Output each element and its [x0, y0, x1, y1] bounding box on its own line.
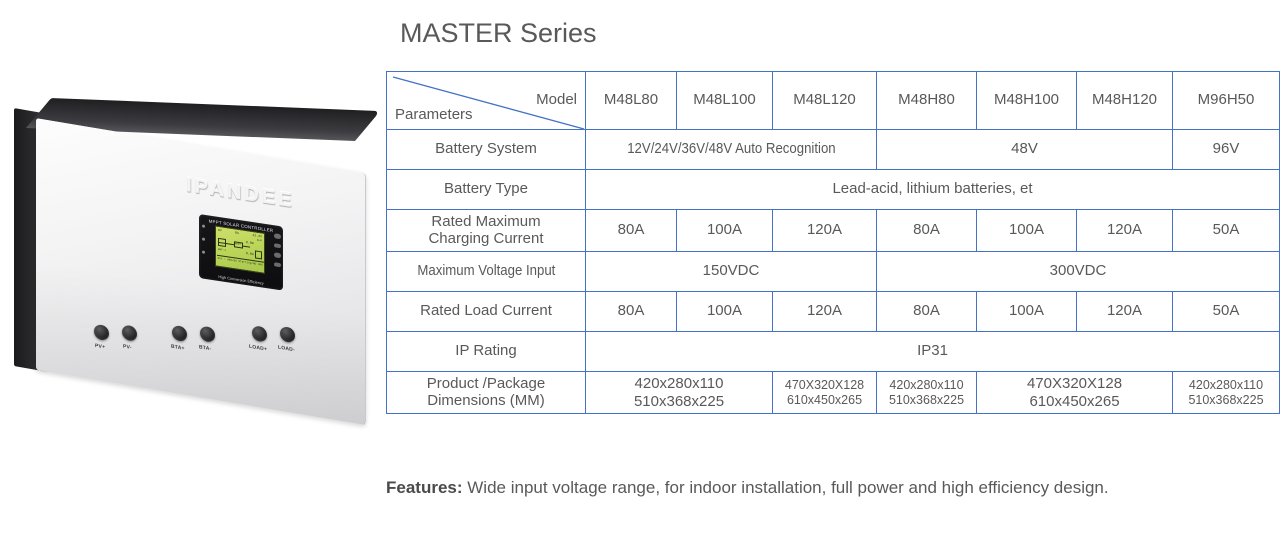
table-cell: 50A	[1172, 291, 1280, 332]
lcd-power-1: 0.0W	[246, 240, 254, 246]
status-led-group	[202, 224, 205, 263]
table-cell: 100A	[976, 209, 1077, 252]
row-label: Battery Type	[386, 169, 586, 210]
lcd-wire-left	[226, 243, 234, 245]
table-cell: 120A	[772, 291, 877, 332]
model-header-m48l100: M48L100	[676, 71, 773, 130]
lcd-button-menu[interactable]	[273, 233, 281, 239]
row-label: Battery System	[386, 129, 586, 170]
table-cell: 100A	[676, 209, 773, 252]
lcd-button-down[interactable]	[273, 252, 281, 258]
table-cell: 120A	[772, 209, 877, 252]
lcd-button-enter[interactable]	[273, 261, 281, 268]
lcd-button-group[interactable]	[273, 233, 281, 272]
features-label: Features:	[386, 478, 463, 497]
lcd-pv-current: 0A	[235, 230, 239, 235]
table-cell: Lead-acid, lithium batteries, et	[585, 169, 1280, 210]
table-cell: 150VDC	[585, 251, 877, 292]
table-cell: 300VDC	[876, 251, 1280, 292]
model-header-m48h100: M48H100	[976, 71, 1077, 130]
brand-logo: IPANDEE	[186, 174, 295, 213]
model-header-m48l120: M48L120	[772, 71, 877, 130]
table-cell: 48V	[876, 129, 1173, 170]
table-cell: 96V	[1172, 129, 1280, 170]
solar-controller-device: IPANDEE MPPT SOLAR CONTROLLER 0V 0A 42.3…	[14, 98, 381, 426]
table-cell: 100A	[976, 291, 1077, 332]
lcd-button-up[interactable]	[273, 242, 281, 249]
row-label: Maximum Voltage Input	[386, 251, 586, 292]
lcd-pv-voltage: 0V	[218, 227, 222, 233]
table-cell: 80A	[585, 291, 677, 332]
charge-led	[202, 224, 205, 228]
lcd-battery-label: BAT-1	[218, 247, 226, 253]
lcd-panel-subtitle: High Conversion Efficiency	[218, 274, 264, 286]
lcd-wire-right	[243, 245, 250, 248]
features-text: Wide input voltage range, for indoor ins…	[462, 478, 1109, 497]
port-label-pv-minus: PV-	[123, 343, 132, 352]
lcd-alarm-label: ALM	[256, 238, 262, 243]
table-cell: 120A	[1076, 291, 1173, 332]
model-header-m96h50: M96H50	[1172, 71, 1280, 130]
table-cell: 80A	[585, 209, 677, 252]
battery-led	[202, 237, 205, 241]
diagonal-divider	[387, 72, 585, 129]
table-cell: 80A	[876, 209, 977, 252]
row-label: Rated Load Current	[386, 291, 586, 332]
lcd-load-icon	[255, 250, 262, 260]
table-cell: 100A	[676, 291, 773, 332]
features-note: Features: Wide input voltage range, for …	[386, 476, 1206, 501]
series-title: MASTER Series	[400, 18, 597, 48]
lcd-power-2: 0.0W	[246, 251, 254, 257]
table-cell: IP31	[585, 331, 1280, 372]
table-cell: 80A	[876, 291, 977, 332]
table-cell: 50A	[1172, 209, 1280, 252]
product-image: IPANDEE MPPT SOLAR CONTROLLER 0V 0A 42.3…	[0, 0, 386, 549]
model-header-m48l80: M48L80	[585, 71, 677, 130]
lcd-battery-voltage: 42.3V	[252, 233, 262, 239]
lcd-panel: MPPT SOLAR CONTROLLER 0V 0A 42.3V ALM MP…	[199, 214, 283, 291]
table-cell: 12V/24V/36V/48V Auto Recognition	[585, 129, 877, 170]
alarm-led	[202, 250, 205, 254]
device-front-face: IPANDEE MPPT SOLAR CONTROLLER 0V 0A 42.3…	[36, 118, 366, 426]
face-shading	[36, 259, 365, 426]
table-cell: 120A	[1076, 209, 1173, 252]
model-header-m48h120: M48H120	[1076, 71, 1173, 130]
lcd-screen: 0V 0A 42.3V ALM MPPT 0.0W 0.0W BAT-1 Set…	[215, 225, 265, 274]
model-header-m48h80: M48H80	[876, 71, 977, 130]
row-label: IP Rating	[386, 331, 586, 372]
header-model-label: Model	[536, 91, 577, 108]
header-parameters-label: Parameters	[395, 106, 473, 124]
